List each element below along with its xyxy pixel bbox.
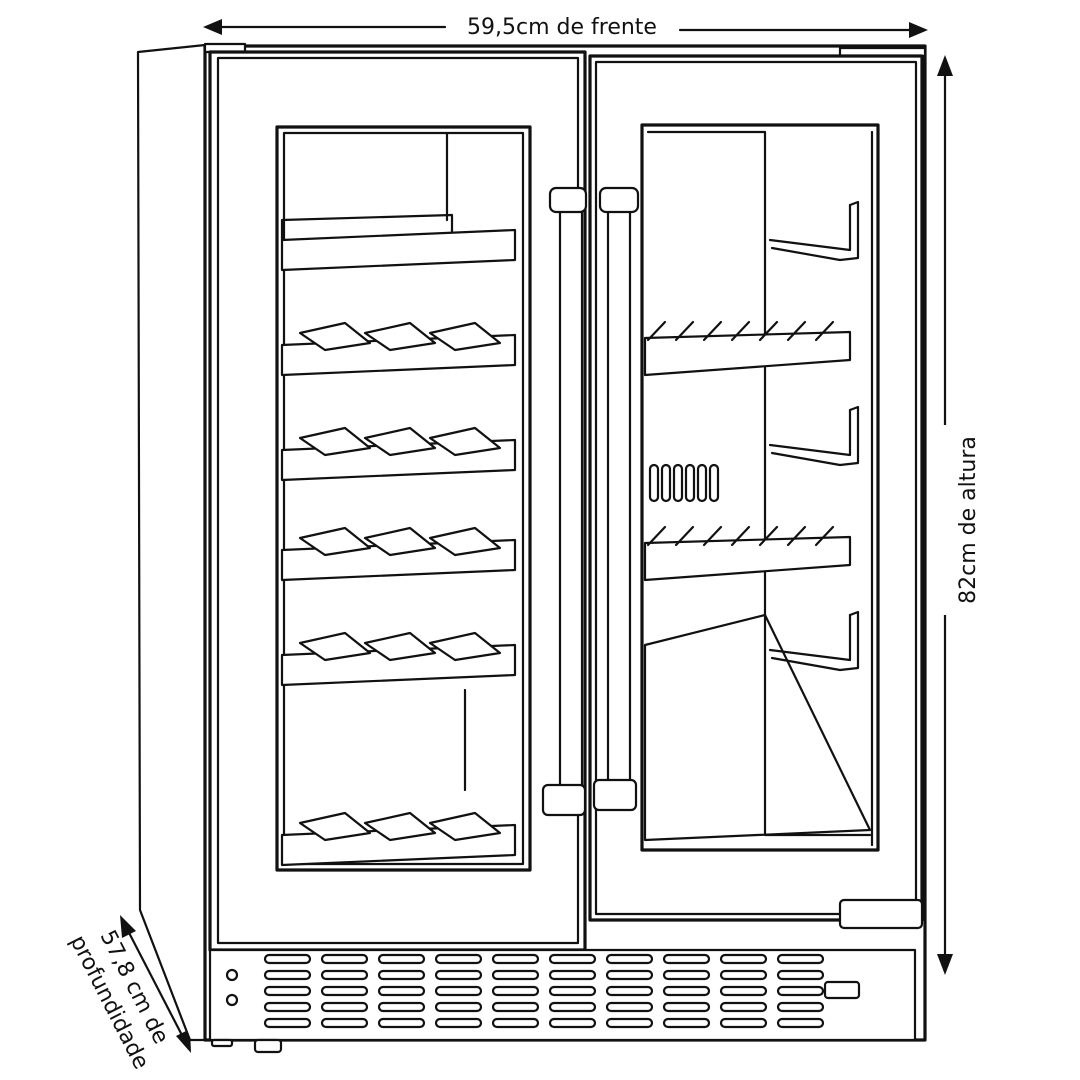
vent-slot xyxy=(320,953,369,965)
left-glass-window xyxy=(275,125,532,872)
vent-slot xyxy=(377,969,426,981)
vent-slot xyxy=(605,953,654,965)
vent-slot xyxy=(491,1017,540,1029)
arrow-up-icon xyxy=(937,55,953,76)
vent-slot xyxy=(263,1001,312,1013)
vent-slot xyxy=(662,953,711,965)
vent-slot xyxy=(377,1001,426,1013)
vent-slots xyxy=(648,463,720,503)
left-door-handle[interactable] xyxy=(541,186,588,817)
wine-shelf xyxy=(280,426,517,482)
vent-slot xyxy=(548,1017,597,1029)
vent-slot xyxy=(434,985,483,997)
arrow-down-icon xyxy=(937,954,953,975)
vent-slot xyxy=(776,969,825,981)
vent-slot xyxy=(719,1001,768,1013)
vent-slot xyxy=(719,953,768,965)
vent-slot xyxy=(776,1001,825,1013)
compressor-box xyxy=(643,613,872,842)
vent-slot xyxy=(548,1001,597,1013)
wire-shelf xyxy=(643,320,852,377)
vent-slot xyxy=(434,1001,483,1013)
vent-slot xyxy=(434,1017,483,1029)
arrow-up-left-icon xyxy=(120,915,136,938)
vent-slot xyxy=(320,1001,369,1013)
arrow-left-icon xyxy=(203,19,222,35)
vent-slot xyxy=(263,969,312,981)
vent-slot xyxy=(263,953,312,965)
left-door[interactable] xyxy=(208,50,587,952)
vent-slot xyxy=(662,1017,711,1029)
right-door[interactable] xyxy=(588,54,924,922)
vent-slot xyxy=(548,969,597,981)
right-shelves xyxy=(643,200,860,672)
vent-slot xyxy=(377,1017,426,1029)
vent-slot xyxy=(605,969,654,981)
vent-slot xyxy=(434,969,483,981)
control-panel[interactable] xyxy=(838,898,924,930)
vent-slot xyxy=(605,1001,654,1013)
vent-slot xyxy=(662,985,711,997)
vent-slot xyxy=(662,969,711,981)
vent-slot xyxy=(320,985,369,997)
shelf-bracket xyxy=(768,405,860,467)
wine-shelf xyxy=(280,811,517,867)
power-button[interactable] xyxy=(225,968,239,982)
vent-slot xyxy=(377,953,426,965)
vent-slot xyxy=(320,1017,369,1029)
right-glass-window xyxy=(640,123,880,852)
vent-slot xyxy=(263,985,312,997)
vent-slot xyxy=(605,985,654,997)
vent-slot xyxy=(491,1001,540,1013)
cabinet-side-panel xyxy=(136,43,207,1042)
vent-slot xyxy=(662,1001,711,1013)
wine-shelf xyxy=(280,213,517,272)
vent-slot xyxy=(491,969,540,981)
vent-slot xyxy=(320,969,369,981)
vent-slot xyxy=(719,985,768,997)
vent-slot xyxy=(776,985,825,997)
vent-slot xyxy=(719,1017,768,1029)
height-label: 82cm de altura xyxy=(956,436,981,604)
vent-slot xyxy=(548,985,597,997)
vent-slot xyxy=(434,953,483,965)
shelf-bracket xyxy=(768,610,860,672)
vent-slot xyxy=(776,953,825,965)
vent-slot xyxy=(263,1017,312,1029)
wine-shelf xyxy=(280,631,517,687)
width-dimension: 59,5cm de frente xyxy=(203,15,928,40)
arrow-right-icon xyxy=(909,22,928,38)
wine-shelf xyxy=(280,526,517,582)
right-door-handle[interactable] xyxy=(592,186,640,812)
vent-slot xyxy=(548,953,597,965)
vent-slot xyxy=(719,969,768,981)
left-wine-shelves xyxy=(280,213,517,867)
vent-slot xyxy=(491,953,540,965)
width-label: 59,5cm de frente xyxy=(467,15,657,40)
vent-slot xyxy=(491,985,540,997)
wire-shelf xyxy=(643,525,852,582)
height-dimension: 82cm de altura xyxy=(932,55,981,975)
vent-slot xyxy=(776,1017,825,1029)
vent-slot xyxy=(377,985,426,997)
vent-slot xyxy=(605,1017,654,1029)
wine-shelf xyxy=(280,321,517,377)
bottom-vent-grille xyxy=(208,898,924,1042)
feet xyxy=(210,980,861,1054)
shelf-bracket xyxy=(768,200,860,262)
